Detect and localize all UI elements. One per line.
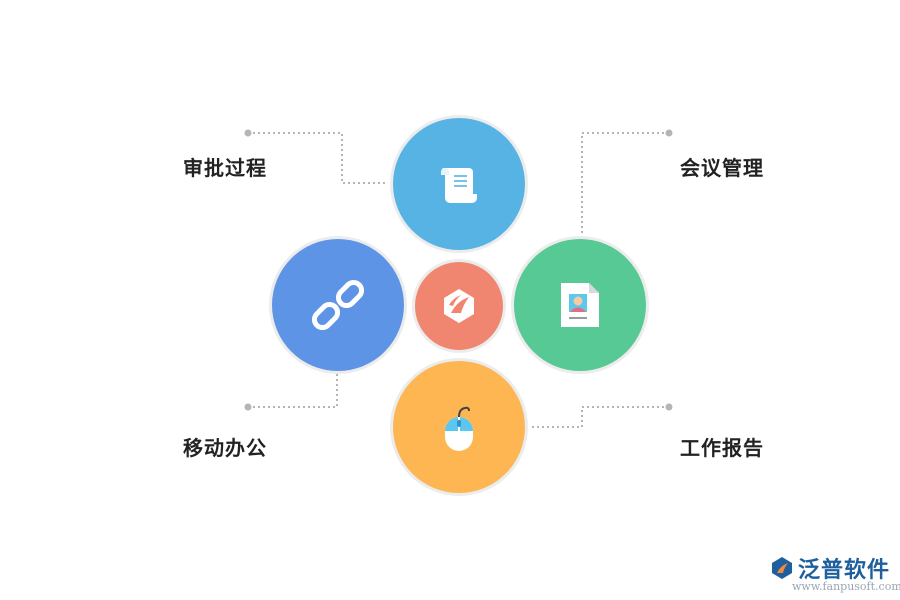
connector-dot (665, 403, 673, 411)
connector-dot (665, 129, 673, 137)
connector-top-right (581, 132, 669, 235)
brand-logo: 泛普软件 (770, 552, 890, 584)
node-top (393, 118, 525, 250)
chain-link-icon (312, 279, 364, 331)
node-center (415, 262, 503, 350)
mouse-icon (445, 406, 473, 451)
brand-logo-name: 泛普软件 (798, 558, 891, 583)
connector-dot (244, 403, 252, 411)
node-bottom (393, 361, 525, 493)
scroll-icon (441, 168, 477, 203)
label-bottom-left: 移动办公 (183, 436, 267, 460)
connector-dot (244, 129, 252, 137)
connector-top-left (248, 132, 385, 184)
label-bottom-right: 工作报告 (680, 436, 764, 460)
label-top-left: 审批过程 (183, 156, 267, 180)
brand-logo-icon (772, 557, 792, 579)
connector-bottom-left (248, 372, 338, 408)
brand-leaf-icon (444, 289, 474, 323)
connector-bottom-right (532, 406, 669, 428)
profile-document-icon (561, 283, 599, 327)
brand-logo-url: www.fanpusoft.com (792, 580, 900, 593)
label-top-right: 会议管理 (680, 156, 764, 180)
node-right (514, 239, 646, 371)
node-left (272, 239, 404, 371)
